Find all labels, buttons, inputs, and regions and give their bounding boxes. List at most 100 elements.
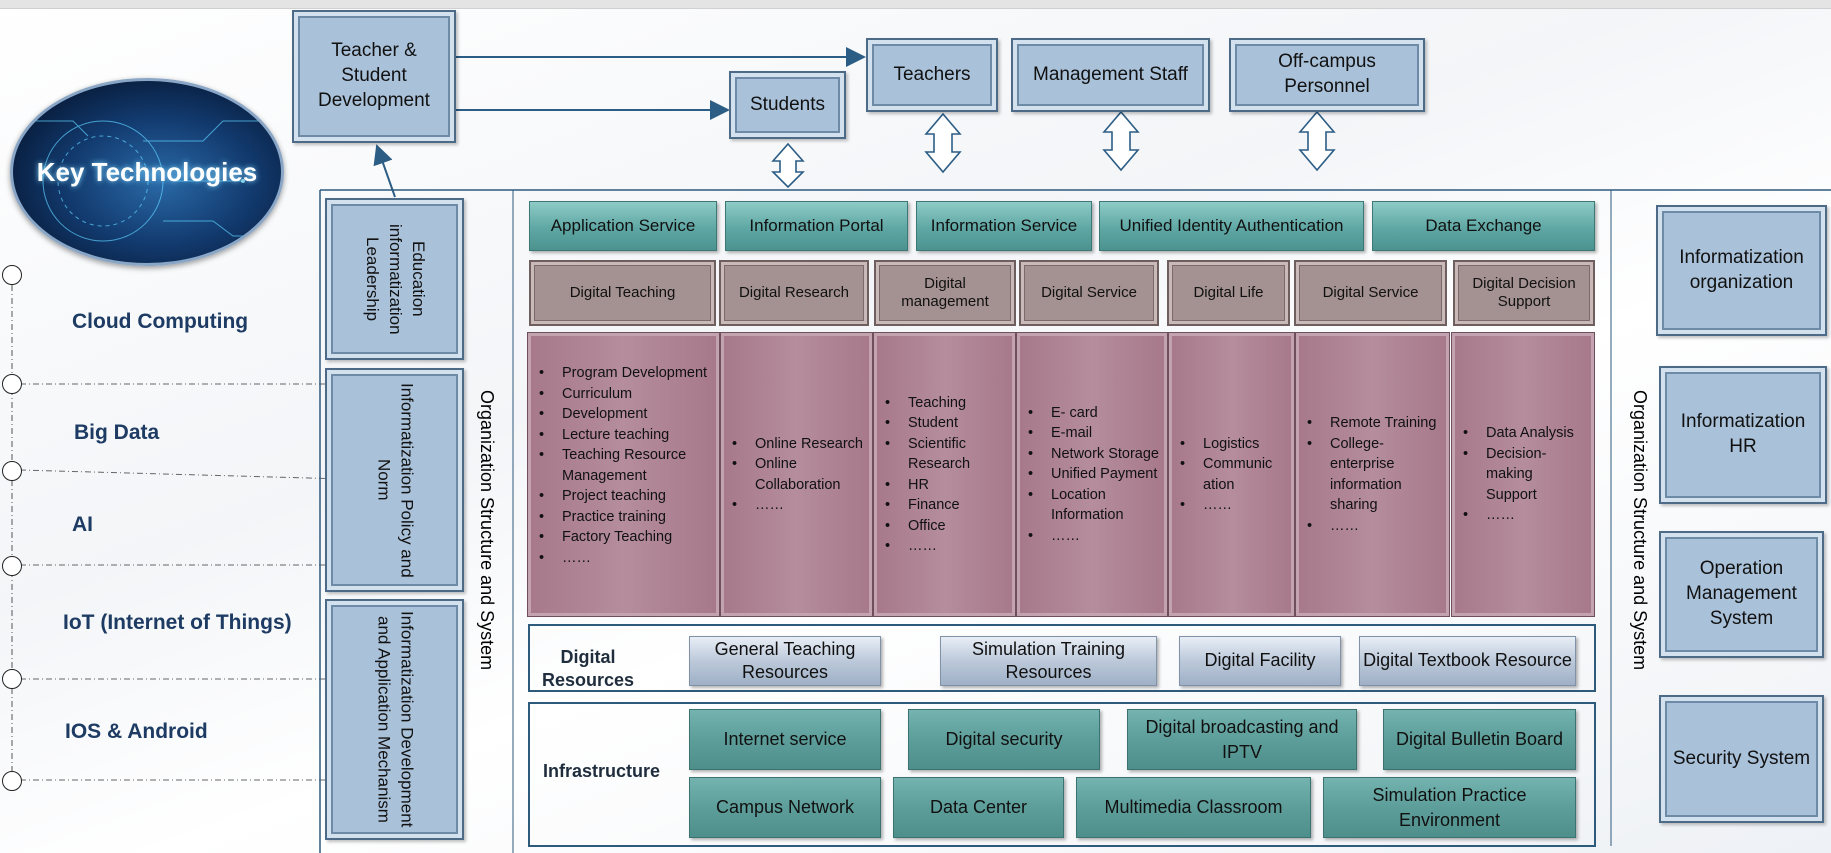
digital-resources-label: Digital Resources <box>541 647 635 691</box>
unified-identity-button[interactable]: Unified Identity Authentication <box>1099 201 1364 251</box>
tech-ai: AI <box>72 513 93 536</box>
digital-bulletin-board-button[interactable]: Digital Bulletin Board <box>1383 709 1576 770</box>
information-portal-button[interactable]: Information Portal <box>725 201 908 251</box>
tech-ios-android: IOS & Android <box>65 720 208 743</box>
information-service-button[interactable]: Information Service <box>916 201 1092 251</box>
list-item: Practice training <box>539 507 719 528</box>
list-item: Program Development <box>539 363 719 384</box>
domain-header: Digital Decision Support <box>1453 260 1595 326</box>
list-item: Network Storage <box>1028 444 1167 465</box>
domain-header: Digital Research <box>719 260 869 326</box>
domain-header: Digital Service <box>1294 260 1447 326</box>
left-org-structure-label: Organization Structure and System <box>477 389 498 671</box>
list-item: …… <box>732 495 872 516</box>
list-item: …… <box>1307 516 1442 537</box>
digital-resources-frame <box>528 624 1596 692</box>
list-item: Office <box>885 516 1015 537</box>
list-item: Online Collaboration <box>732 454 872 495</box>
informatization-organization-box: Informatization organization <box>1656 205 1827 336</box>
list-item: Teaching <box>885 393 1015 414</box>
list-item: Logistics <box>1180 434 1283 455</box>
off-campus-label: Off-campus Personnel <box>1278 51 1376 97</box>
campus-network-button[interactable]: Campus Network <box>689 777 881 838</box>
domain-header: Digital Life <box>1167 260 1290 326</box>
key-technologies-title: Key Technologies <box>36 156 258 187</box>
mechanism-label: Informatization Development and Applicat… <box>374 611 417 828</box>
list-item: E- card <box>1028 403 1167 424</box>
digital-life-list: Logistics Communic ation …… <box>1168 332 1295 617</box>
list-item: …… <box>1180 495 1283 516</box>
off-campus-personnel-box: Off-campus Personnel <box>1229 38 1425 112</box>
tech-big-data: Big Data <box>74 421 160 444</box>
security-system-box: Security System <box>1659 695 1824 823</box>
timeline-node <box>2 771 22 791</box>
right-org-structure-label: Organization Structure and System <box>1630 389 1651 671</box>
application-service-button[interactable]: Application Service <box>529 201 717 251</box>
infrastructure-label: Infrastructure <box>543 761 661 781</box>
list-item: Factory Teaching <box>539 527 719 548</box>
digital-textbook-resource-button[interactable]: Digital Textbook Resource <box>1359 636 1576 686</box>
data-exchange-button[interactable]: Data Exchange <box>1372 201 1595 251</box>
digital-service-training-list: Remote Training College-enterprise infor… <box>1295 332 1450 617</box>
list-item: Scientific Research <box>885 434 1015 475</box>
policy-label: Informatization Policy and Norm <box>374 382 417 578</box>
management-staff-box: Management Staff <box>1011 38 1210 112</box>
timeline-node <box>2 374 22 394</box>
leadership-label: Education informatization Leadership <box>363 223 428 335</box>
digital-service-list: E- card E-mail Network Storage Unified P… <box>1016 332 1168 617</box>
operation-management-system-box: Operation Management System <box>1659 531 1824 658</box>
policy-norm-box: Informatization Policy and Norm <box>325 368 464 592</box>
digital-management-list: Teaching Student Scientific Research HR … <box>873 332 1016 617</box>
domain-header: Digital management <box>874 260 1016 326</box>
data-center-button[interactable]: Data Center <box>893 777 1064 838</box>
digital-decision-support-list: Data Analysis Decision-making Support …… <box>1451 332 1595 617</box>
timeline-node <box>2 265 22 285</box>
list-item: E-mail <box>1028 423 1167 444</box>
list-item: Student <box>885 413 1015 434</box>
list-item: Lecture teaching <box>539 425 719 446</box>
simulation-training-resources-button[interactable]: Simulation Training Resources <box>940 636 1157 686</box>
window-top-bar <box>0 0 1831 9</box>
multimedia-classroom-button[interactable]: Multimedia Classroom <box>1076 777 1311 838</box>
timeline-node <box>2 669 22 689</box>
teachers-label: Teachers <box>893 63 971 85</box>
list-item: College-enterprise information sharing <box>1307 434 1442 516</box>
list-item: Unified Payment <box>1028 464 1167 485</box>
teachers-box: Teachers <box>866 38 998 112</box>
list-item: Location Information <box>1028 485 1167 526</box>
list-item: Project teaching <box>539 486 719 507</box>
list-item: Decision-making Support <box>1463 444 1576 506</box>
informatization-hr-box: Informatization HR <box>1659 366 1827 504</box>
timeline-node <box>2 556 22 576</box>
tech-iot: IoT (Internet of Things) <box>63 611 292 634</box>
digital-broadcasting-iptv-button[interactable]: Digital broadcasting and IPTV <box>1127 709 1357 770</box>
digital-teaching-list: Program Development Curriculum Developme… <box>527 332 720 617</box>
list-item: Teaching Resource Management <box>539 445 719 486</box>
digital-security-button[interactable]: Digital security <box>908 709 1100 770</box>
general-teaching-resources-button[interactable]: General Teaching Resources <box>689 636 881 686</box>
list-item: Online Research <box>732 434 872 455</box>
list-item: HR <box>885 475 1015 496</box>
domain-header: Digital Teaching <box>529 260 716 326</box>
students-label: Students <box>750 93 825 115</box>
internet-service-button[interactable]: Internet service <box>689 709 881 770</box>
tech-cloud-computing: Cloud Computing <box>72 310 249 333</box>
key-technologies-emblem: Key Technologies <box>10 78 284 266</box>
teacher-student-development-box: Teacher & Student Development <box>292 10 456 143</box>
list-item: Remote Training <box>1307 413 1442 434</box>
mechanism-box: Informatization Development and Applicat… <box>325 599 464 840</box>
development-label: Teacher & Student Development <box>318 40 430 111</box>
timeline-node <box>2 461 22 481</box>
circuit-pattern-icon <box>31 119 270 242</box>
list-item: …… <box>1028 526 1167 547</box>
digital-facility-button[interactable]: Digital Facility <box>1179 636 1341 686</box>
digital-research-list: Online Research Online Collaboration …… <box>720 332 873 617</box>
list-item: Data Analysis <box>1463 423 1576 444</box>
management-staff-label: Management Staff <box>1033 63 1188 85</box>
simulation-practice-environment-button[interactable]: Simulation Practice Environment <box>1323 777 1576 838</box>
list-item: …… <box>885 536 1015 557</box>
list-item: Communic ation <box>1180 454 1283 495</box>
leadership-box: Education informatization Leadership <box>325 198 464 360</box>
list-item: …… <box>1463 505 1576 526</box>
